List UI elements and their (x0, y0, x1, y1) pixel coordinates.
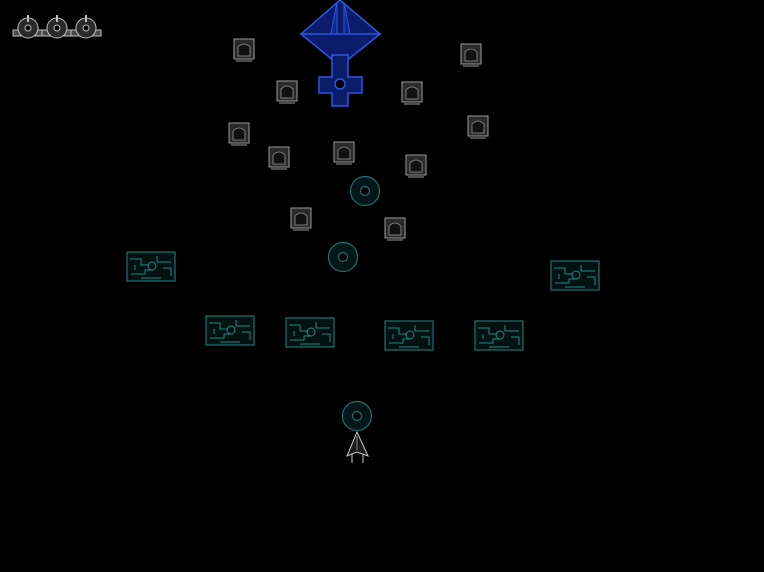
gray-drone (233, 38, 255, 62)
lives-indicator (12, 15, 102, 39)
ship-life-icon (41, 15, 73, 39)
ship-life-icon (70, 15, 102, 39)
gray-drone (333, 141, 355, 165)
gray-drone (228, 122, 250, 146)
teal-ring-turret (327, 241, 359, 273)
teal-ring-turret (341, 400, 373, 432)
circuit-panel-block (384, 320, 434, 351)
boss-core (334, 78, 346, 90)
circuit-panel-block (285, 317, 335, 348)
circuit-panel-block (205, 315, 255, 346)
gray-drone (290, 207, 312, 231)
gray-drone (467, 115, 489, 139)
teal-ring-turret (349, 175, 381, 207)
circuit-panel-block (126, 251, 176, 282)
drone-squadron (228, 38, 489, 241)
gray-drone (460, 43, 482, 67)
circuit-panel-block (550, 260, 600, 291)
player-arrow-ship (346, 430, 369, 463)
gray-drone (384, 217, 406, 241)
diamond-boss-ship (298, 0, 383, 107)
gray-drone (268, 146, 290, 170)
gray-drone (401, 81, 423, 105)
circuit-panel-block (474, 320, 524, 351)
ship-life-icon (12, 15, 44, 39)
gray-drone (405, 154, 427, 178)
gray-drone (276, 80, 298, 104)
turret-group (327, 175, 381, 432)
circuit-panel-row (126, 251, 600, 351)
